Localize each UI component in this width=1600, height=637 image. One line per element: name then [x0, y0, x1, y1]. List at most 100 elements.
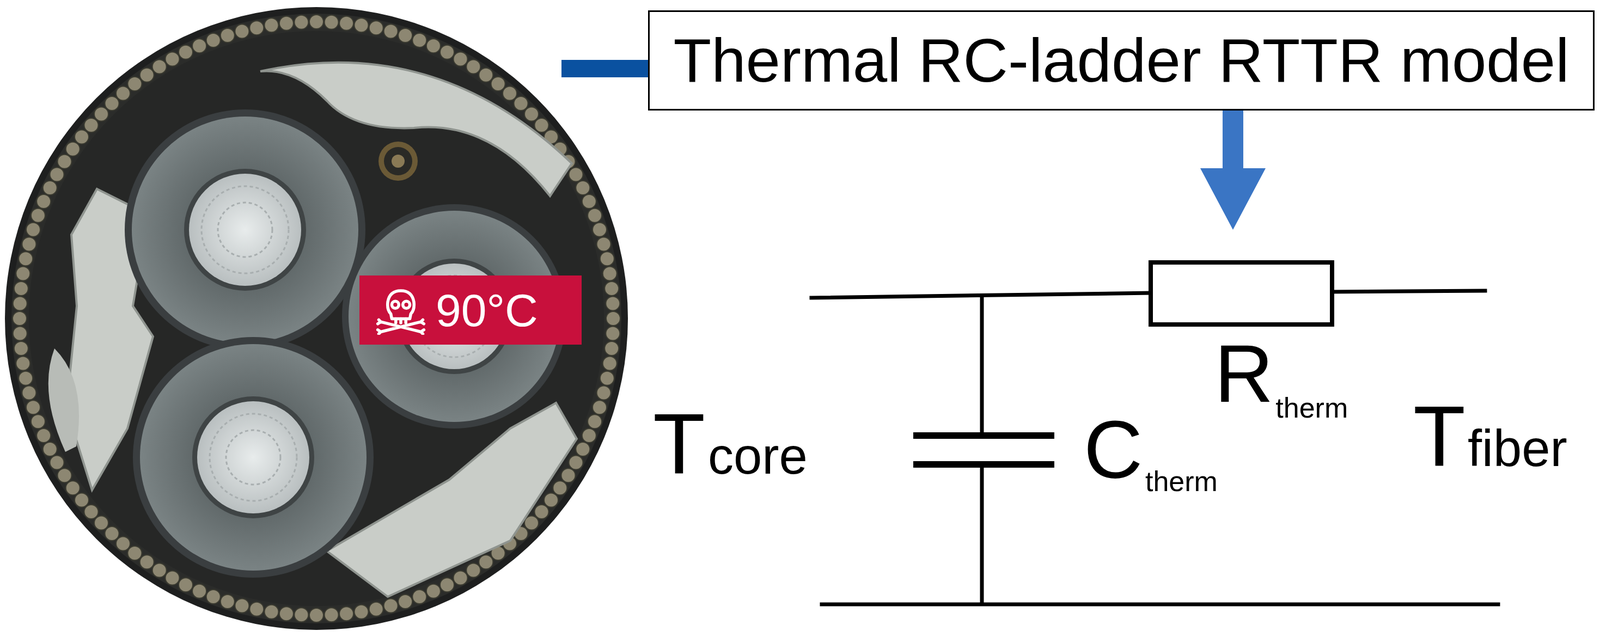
armour-wire: [582, 194, 597, 209]
armour-wire: [234, 599, 249, 614]
armour-wire: [569, 455, 584, 470]
armour-wire: [398, 594, 413, 609]
armour-wire: [31, 208, 46, 223]
armour-wire: [309, 608, 324, 623]
armour-wire: [339, 606, 354, 621]
armour-wire: [220, 28, 235, 43]
armour-wire: [324, 15, 339, 30]
armour-wire: [466, 59, 481, 75]
title-box: Thermal RC-ladder RTTR model: [648, 10, 1595, 111]
armour-wire: [94, 516, 109, 531]
armour-wire: [18, 251, 33, 266]
armour-wire: [115, 536, 131, 552]
armour-wire: [294, 607, 309, 622]
armour-wire: [324, 607, 339, 622]
armour-wire: [600, 371, 615, 386]
armour-wire: [65, 142, 81, 157]
armour-wire: [339, 16, 354, 31]
armour-bed: [11, 13, 622, 624]
armour-wire: [466, 563, 481, 578]
armour-wire: [294, 15, 309, 30]
title-text: Thermal RC-ladder RTTR model: [673, 29, 1570, 92]
armour-wire: [561, 468, 576, 483]
armour-wire: [139, 554, 155, 570]
armour-wire: [115, 86, 131, 101]
armour-wire: [192, 584, 207, 599]
armour-wire: [514, 96, 529, 111]
armour-wire: [592, 222, 607, 237]
armour-wire: [15, 356, 30, 371]
power-core: [124, 109, 366, 351]
armour-wire: [587, 414, 602, 429]
armour-wire: [440, 577, 455, 592]
armour-wire: [249, 20, 264, 35]
armour-wire: [192, 38, 207, 53]
armour-wire: [534, 118, 549, 133]
armour-wire: [440, 45, 455, 60]
armour-wire: [502, 86, 517, 101]
armour-wire: [206, 33, 221, 48]
armour-wire: [178, 45, 193, 60]
armour-wire: [139, 68, 155, 83]
subscript: fiber: [1467, 423, 1568, 475]
armour-wire: [152, 59, 167, 75]
warning-label: 90°C: [359, 275, 582, 345]
armour-wire: [21, 236, 36, 252]
armour-wire: [152, 563, 167, 578]
filler-profile: [48, 348, 79, 453]
armour-wire: [524, 516, 539, 531]
circuit-wire: [821, 602, 1499, 607]
armour-wire: [14, 281, 29, 296]
arrow-shaft: [1222, 108, 1244, 170]
subscript: core: [707, 430, 808, 482]
armour-wire: [105, 96, 120, 111]
armour-wire: [50, 455, 65, 470]
circuit-wire: [1332, 290, 1486, 292]
armour-wire: [354, 605, 369, 620]
leader-line: [561, 59, 650, 78]
armour-wire: [36, 428, 51, 443]
subscript: therm: [1275, 393, 1348, 423]
armour-wire: [369, 20, 384, 35]
armour-wire: [575, 180, 590, 195]
armour-wire: [57, 154, 72, 169]
armour-wire: [491, 76, 506, 91]
armour-wire: [592, 400, 607, 415]
armour-wire: [279, 16, 294, 31]
resistance-symbol: R: [1214, 332, 1274, 415]
armour-wire: [412, 589, 427, 604]
armour-wire: [65, 480, 81, 496]
armour-wire: [604, 281, 619, 296]
resistor-symbol: [1150, 262, 1333, 325]
armour-wire: [600, 251, 615, 266]
armour-wire: [74, 129, 89, 144]
armour-wire: [14, 341, 29, 356]
temperature-text: 90°C: [435, 287, 539, 334]
circuit-wire: [980, 466, 985, 604]
armour-wire: [206, 589, 221, 604]
armour-wire: [605, 326, 620, 341]
arrow-head: [1200, 168, 1266, 230]
armour-wire: [165, 52, 180, 67]
armour-wire: [264, 605, 279, 620]
armour-wire: [127, 546, 142, 561]
armour-wire: [249, 602, 264, 617]
armour-wire: [36, 194, 51, 209]
temperature-symbol: T: [1413, 393, 1466, 480]
armour-wire: [383, 599, 399, 614]
armour-wire: [309, 14, 324, 29]
armour-wire: [398, 28, 413, 43]
armour-wire: [234, 23, 249, 39]
armour-wire: [13, 296, 28, 311]
armour-wire: [21, 386, 36, 401]
armour-wire: [544, 493, 559, 508]
armour-wire: [534, 504, 549, 519]
armour-wire: [43, 180, 58, 195]
armour-wire: [43, 442, 58, 457]
armour-wire: [369, 602, 384, 617]
armour-wire: [569, 167, 584, 182]
armour-wire: [596, 386, 612, 401]
armour-wire: [264, 17, 279, 33]
temperature-symbol: T: [652, 401, 706, 487]
armour-wire: [13, 326, 28, 341]
